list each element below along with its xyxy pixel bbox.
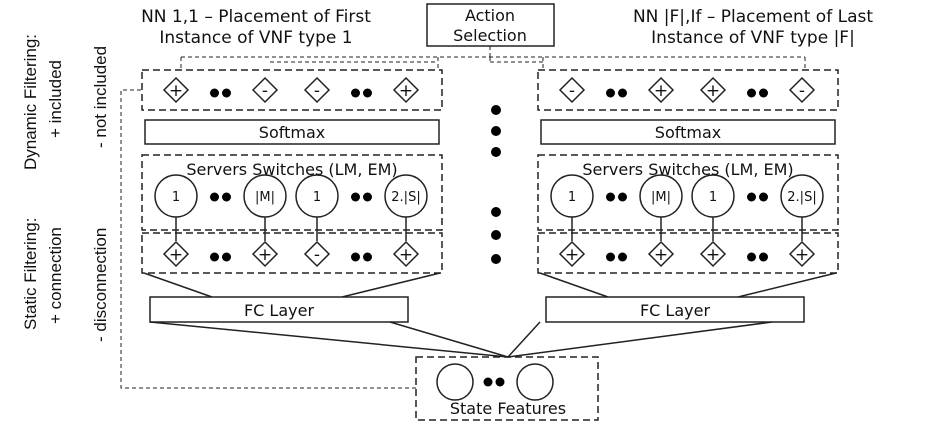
static-filtering-legend: Static Filtering: + connection - disconn… [21,218,110,342]
left-dynamic-filter-2-sign: - [262,81,268,101]
left-node-4: 2.|S| [384,174,428,218]
static-filtering-disconnection: - disconnection [91,228,110,342]
right-network-title-line2: Instance of VNF type |F| [651,28,855,48]
left-static-filter-4-sign: + [399,245,413,265]
left-servers-switches-region [141,154,443,231]
left-fc-layer-label: FC Layer [244,301,314,320]
left-dynamic-filter-row [141,69,443,111]
right-static-filter-1-sign: + [565,245,579,265]
right-softmax-box [540,119,836,145]
left-node-1: 1 [154,174,198,218]
left-node-3-label: 1 [313,190,321,205]
left-static-filter-2: + [251,240,279,268]
right-dynamic-filter-1: - [558,76,586,104]
right-dynamic-filter-3-sign: + [706,81,720,101]
right-dynamic-filter-2: + [647,76,675,104]
right-node-3: 1 [691,174,735,218]
right-node-1: 1 [550,174,594,218]
left-static-filter-1-sign: + [169,245,183,265]
right-network-title-line1: NN |F|,If – Placement of Last [633,7,873,27]
dynamic-filtering-not-included: - not included [91,46,110,148]
right-static-filter-row [537,232,839,274]
right-static-filter-3: + [699,240,727,268]
left-dynamic-filter-3: - [303,76,331,104]
right-servers-switches-region [537,154,839,231]
right-node-2: |M| [639,174,683,218]
right-node-2-label: |M| [651,190,671,205]
right-dynamic-filter-4-sign: - [799,81,805,101]
left-static-filter-4: + [392,240,420,268]
right-servers-switches-label: Servers Switches (LM, EM) [582,160,793,179]
right-node-4-label: 2.|S| [787,190,816,205]
left-dynamic-filter-1-sign: + [169,81,183,101]
left-network-title-line2: Instance of VNF type 1 [159,28,352,48]
right-node-3-label: 1 [709,190,717,205]
left-static-filter-row [141,232,443,274]
action-selection-box: Action Selection [426,3,555,47]
static-filtering-connection: + connection [46,227,65,324]
left-softmax-box [144,119,440,145]
right-dynamic-filter-2-sign: + [654,81,668,101]
right-static-filter-2: + [647,240,675,268]
action-selection-line1: Action [465,6,515,25]
left-node-4-label: 2.|S| [391,190,420,205]
right-static-filter-2-sign: + [654,245,668,265]
left-static-filter-3: - [303,240,331,268]
left-static-filter-1: + [162,240,190,268]
left-servers-switches-label: Servers Switches (LM, EM) [186,160,397,179]
left-dynamic-filter-2: - [251,76,279,104]
action-selection-line2: Selection [453,26,527,45]
left-dynamic-filter-4-sign: + [399,81,413,101]
left-node-1-label: 1 [172,190,180,205]
right-static-filter-4-sign: + [795,245,809,265]
state-features-label: State Features [450,399,566,418]
left-dynamic-filter-4: + [392,76,420,104]
right-static-filter-1: + [558,240,586,268]
dynamic-filtering-title: Dynamic Filtering: [21,34,40,170]
dynamic-filtering-legend: Dynamic Filtering: + included - not incl… [21,34,110,170]
left-dynamic-filter-1: + [162,76,190,104]
left-node-2: |M| [243,174,287,218]
left-node-2-label: |M| [255,190,275,205]
state-feedback-line [120,89,416,389]
right-node-4: 2.|S| [780,174,824,218]
right-dynamic-filter-1-sign: - [569,81,575,101]
right-node-1-label: 1 [568,190,576,205]
action-connectors [180,46,806,70]
left-fc-layer-box [149,296,409,323]
right-softmax-label: Softmax [655,123,721,142]
right-fc-layer-label: FC Layer [640,301,710,320]
fc-to-state-lines [149,321,773,358]
left-dynamic-filter-3-sign: - [314,81,320,101]
right-dynamic-filter-row [537,69,839,111]
right-dynamic-filter-3: + [699,76,727,104]
left-network-title-line1: NN 1,1 – Placement of First [141,7,371,27]
state-features-box: State Features [415,356,599,421]
left-static-filter-2-sign: + [258,245,272,265]
static-filtering-title: Static Filtering: [21,218,40,330]
right-static-filter-4: + [788,240,816,268]
right-dynamic-filter-4: - [788,76,816,104]
left-softmax-label: Softmax [259,123,325,142]
network-ellipsis [491,105,501,264]
dynamic-filtering-included: + included [46,60,65,138]
left-node-3: 1 [295,174,339,218]
right-static-filter-3-sign: + [706,245,720,265]
left-static-filter-3-sign: - [314,245,320,265]
right-fc-layer-box [545,296,805,323]
